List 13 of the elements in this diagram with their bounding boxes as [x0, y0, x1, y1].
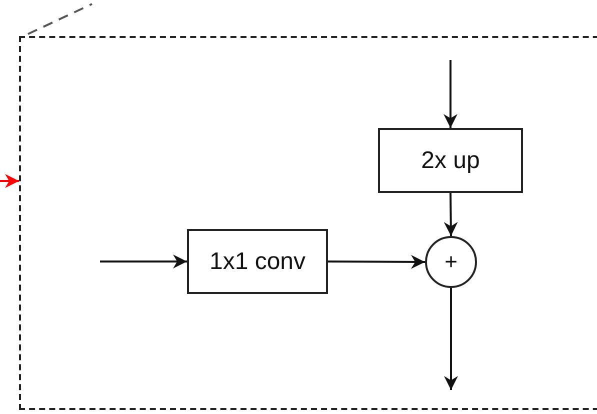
sum-circle	[425, 236, 477, 288]
box-label: 1x1 conv	[209, 248, 306, 276]
arrow	[444, 192, 458, 236]
arrow	[328, 254, 425, 269]
dashed-container-box	[19, 36, 597, 410]
arrow	[0, 174, 19, 188]
sum-symbol: +	[444, 249, 458, 275]
arrow	[100, 254, 187, 268]
process-box	[187, 229, 328, 294]
arrow	[444, 288, 458, 390]
arrow	[444, 60, 458, 128]
box-label: 2x up	[421, 146, 480, 174]
process-box	[378, 128, 523, 193]
